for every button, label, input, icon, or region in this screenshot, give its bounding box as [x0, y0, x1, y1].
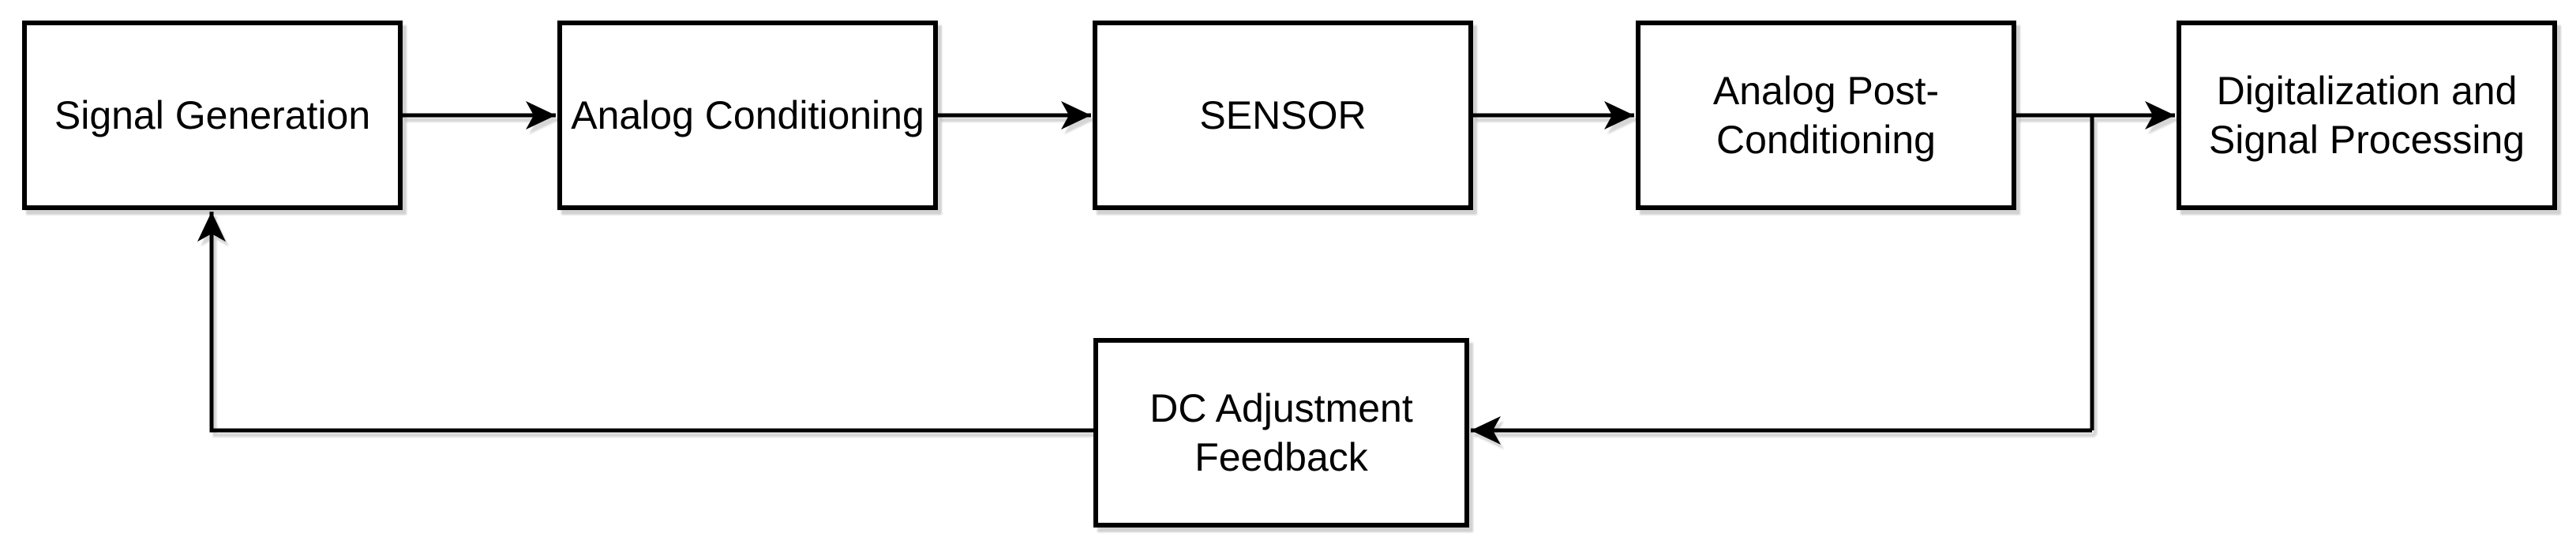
box-dc-feedback-label: DC Adjustment Feedback: [1149, 386, 1413, 479]
box-analog-conditioning: Analog Conditioning: [557, 21, 938, 210]
box-signal-generation: Signal Generation: [22, 21, 403, 210]
box-sensor: SENSOR: [1093, 21, 1473, 210]
box-digitalization-and-signal-processing: Digitalization and Signal Processing: [2177, 21, 2557, 210]
box-sensor-label: SENSOR: [1199, 93, 1367, 137]
box-analog-conditioning-label: Analog Conditioning: [571, 93, 924, 137]
box-analog-post-conditioning-label: Analog Post- Conditioning: [1712, 69, 1940, 162]
box-dc-adjustment-feedback: DC Adjustment Feedback: [1093, 338, 1469, 528]
arrow-dc-feedback-to-signal-generation: [197, 212, 1093, 433]
box-digitalization-label: Digitalization and Signal Processing: [2208, 69, 2525, 162]
box-signal-generation-label: Signal Generation: [54, 93, 371, 137]
box-analog-post-conditioning: Analog Post- Conditioning: [1636, 21, 2016, 210]
